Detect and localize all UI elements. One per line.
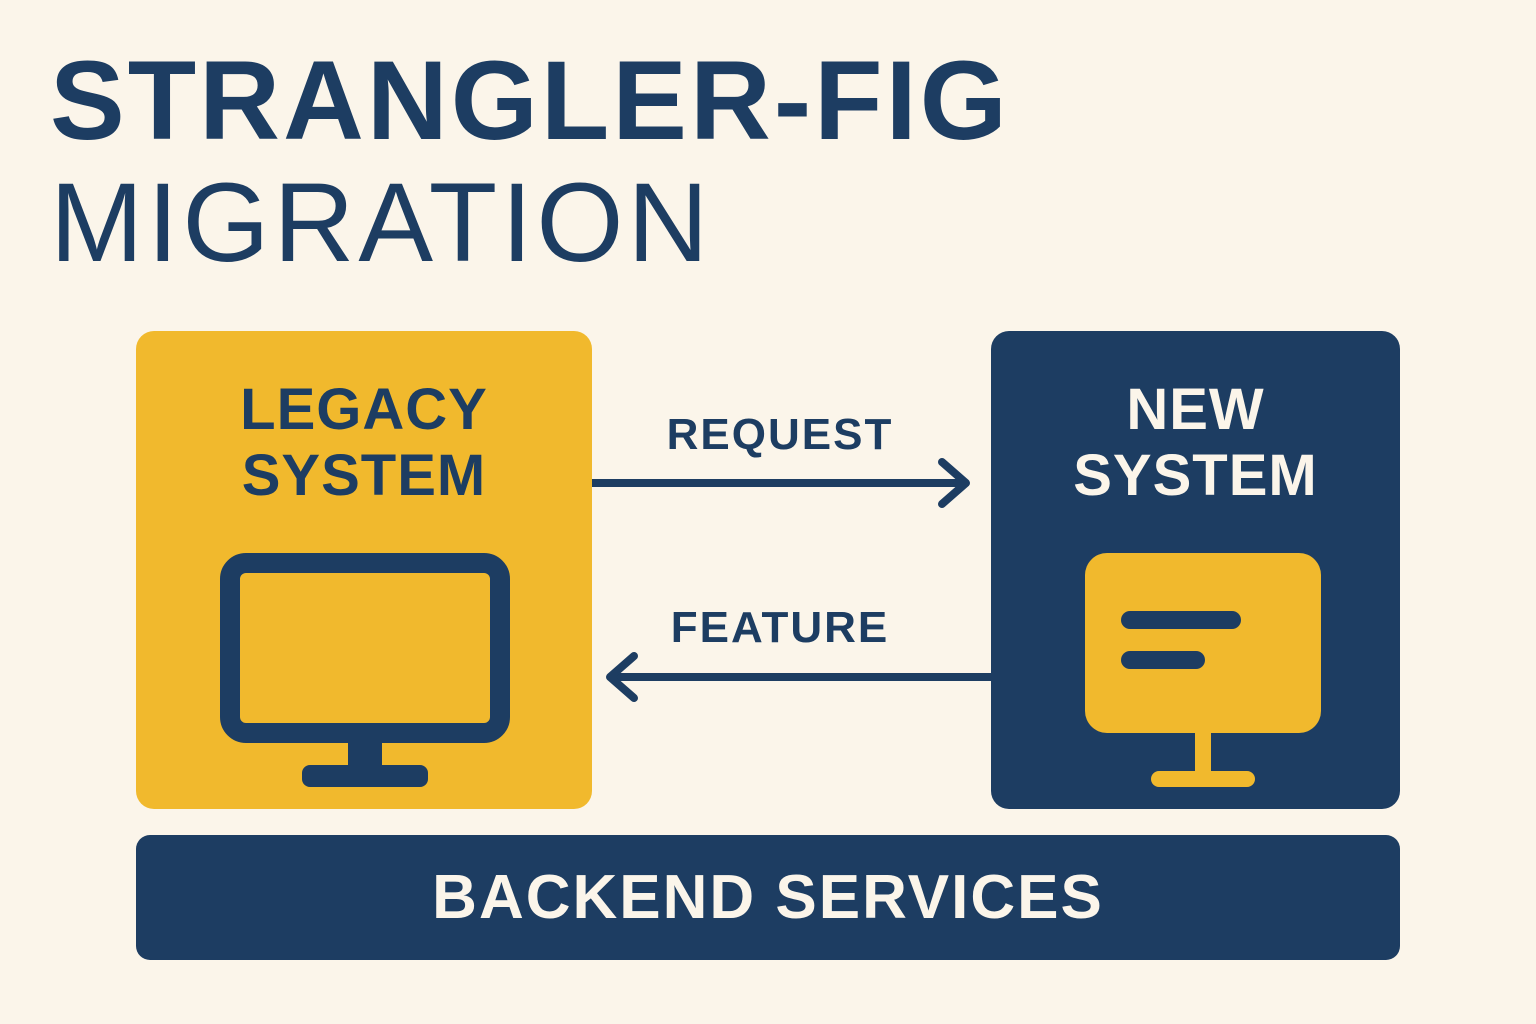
- feature-label: FEATURE: [670, 603, 890, 652]
- desktop-monitor-icon: [220, 553, 510, 787]
- new-title-line-2: SYSTEM: [1073, 443, 1318, 508]
- legacy-system-title: LEGACY SYSTEM: [136, 377, 592, 509]
- monitor-with-text-lines-icon: [1085, 553, 1321, 787]
- title-line-1: STRANGLER-FIG: [50, 38, 1010, 163]
- request-arrow: [592, 458, 970, 508]
- new-system-title: NEW SYSTEM: [991, 377, 1400, 509]
- legacy-title-line-1: LEGACY: [240, 377, 488, 442]
- new-title-line-1: NEW: [1126, 377, 1265, 442]
- feature-arrow: [606, 652, 991, 702]
- page-title: STRANGLER-FIG MIGRATION: [50, 40, 1010, 284]
- request-label: REQUEST: [666, 410, 894, 459]
- title-line-2: MIGRATION: [50, 160, 713, 285]
- legacy-title-line-2: SYSTEM: [241, 443, 487, 508]
- legacy-system-panel: LEGACY SYSTEM: [136, 331, 592, 809]
- backend-services-bar: BACKEND SERVICES: [136, 835, 1400, 960]
- backend-services-label: BACKEND SERVICES: [432, 863, 1104, 932]
- new-system-panel: NEW SYSTEM: [991, 331, 1400, 809]
